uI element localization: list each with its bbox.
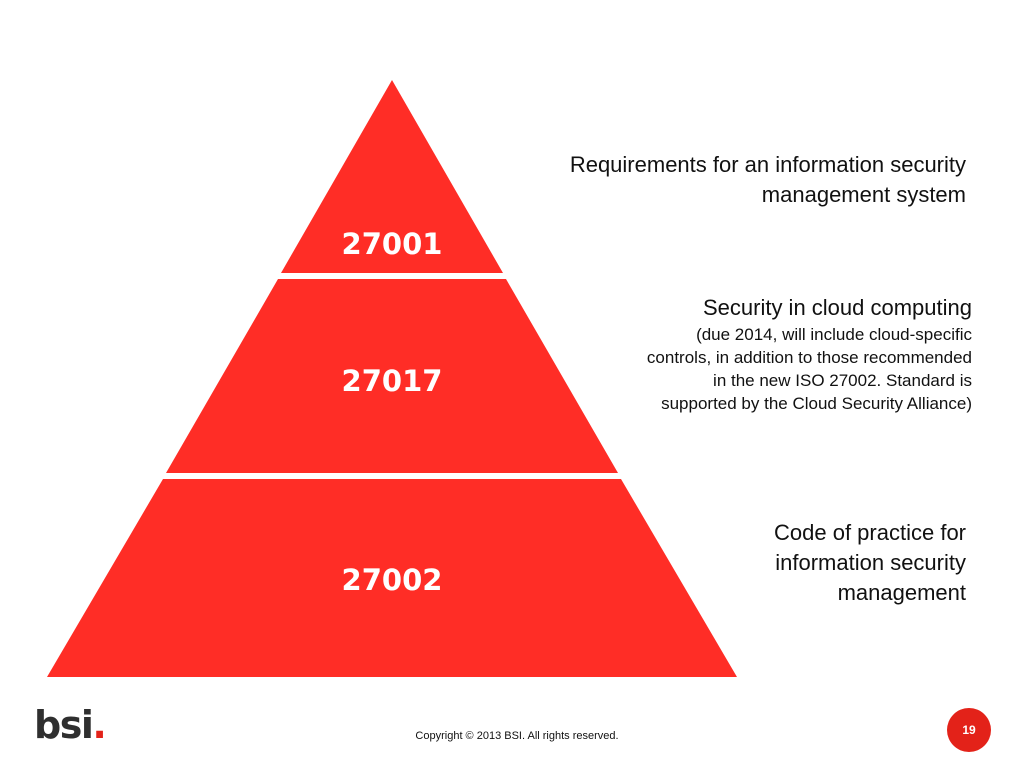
bsi-logo-text: bsi [34, 703, 94, 747]
description-27002: Code of practice for information securit… [774, 520, 966, 605]
description-27017: Security in cloud computing (due 2014, w… [552, 293, 972, 415]
pyramid-tier-bottom [47, 479, 737, 677]
description-27017-detail: (due 2014, will include cloud-specific c… [646, 325, 972, 413]
page-number: 19 [962, 723, 976, 737]
bsi-logo-dot: . [92, 703, 106, 747]
pyramid-tier-middle [166, 279, 618, 473]
tier-label-27002: 27002 [342, 563, 443, 597]
description-27001: Requirements for an information security… [569, 152, 966, 207]
pyramid-tier-top [281, 80, 503, 273]
tier-label-27001: 27001 [342, 227, 443, 261]
bsi-logo: bsi. [34, 703, 107, 747]
page-number-badge: 19 [947, 708, 991, 752]
copyright-notice: Copyright © 2013 BSI. All rights reserve… [415, 730, 619, 742]
tier-label-27017: 27017 [342, 364, 443, 398]
description-27017-title: Security in cloud computing [702, 295, 972, 320]
